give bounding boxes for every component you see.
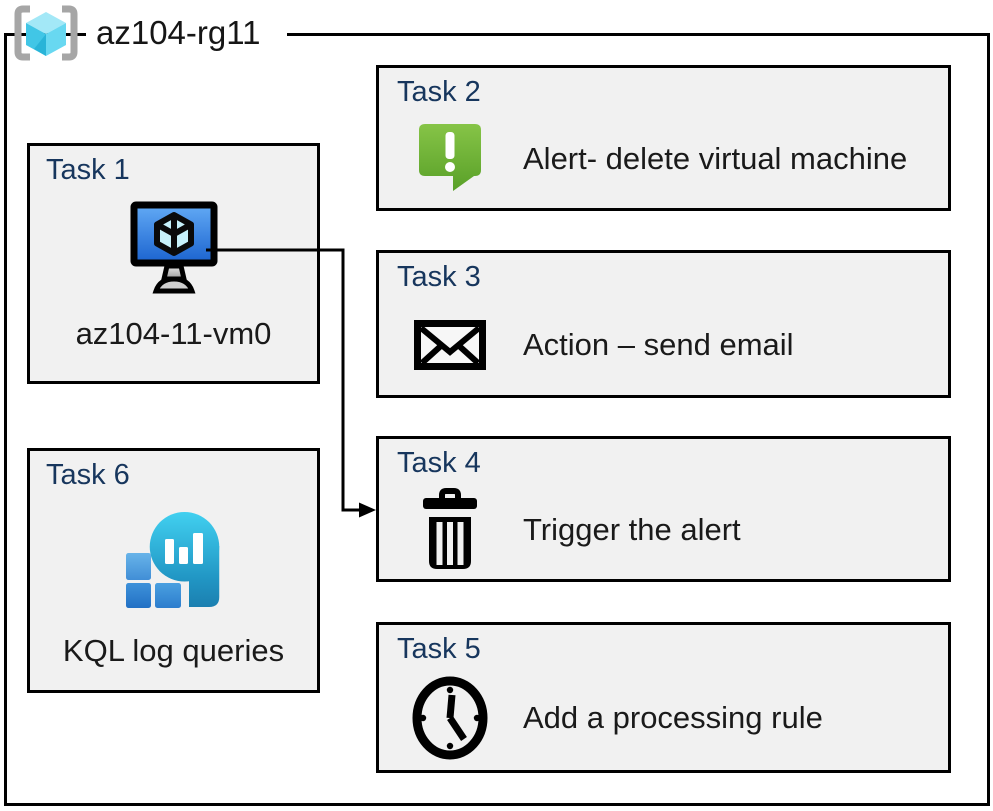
task5-header: Task 5 [397, 633, 481, 665]
task3-label: Action – send email [523, 326, 794, 362]
task2-label: Alert- delete virtual machine [523, 140, 908, 176]
task6-header: Task 6 [46, 459, 130, 491]
task3-box: Task 3 Action – send email [376, 250, 951, 398]
alert-icon [407, 121, 493, 197]
task5-box: Task 5 Add a processing rule [376, 622, 951, 773]
task4-header: Task 4 [397, 447, 481, 479]
task1-box: Task 1 az104-11-vm0 [27, 143, 320, 384]
kql-log-queries-icon [125, 512, 222, 615]
task5-label: Add a processing rule [523, 700, 823, 735]
task6-label: KQL log queries [62, 633, 285, 668]
task1-header: Task 1 [46, 154, 130, 186]
task6-box: Task 6 [27, 448, 320, 693]
email-icon [407, 319, 493, 370]
trash-icon [407, 487, 493, 572]
clock-icon [407, 676, 493, 760]
task2-header: Task 2 [397, 76, 481, 108]
resource-group-title: az104-rg11 [86, 10, 287, 56]
task1-label: az104-11-vm0 [75, 316, 272, 351]
virtual-machine-icon [130, 201, 218, 300]
task4-label: Trigger the alert [523, 511, 741, 547]
task4-box: Task 4 Trigger the alert [376, 436, 951, 582]
resource-group-icon [14, 5, 78, 61]
task2-box: Task 2 Alert- delete virtual machine [376, 65, 951, 211]
task3-header: Task 3 [397, 261, 481, 293]
